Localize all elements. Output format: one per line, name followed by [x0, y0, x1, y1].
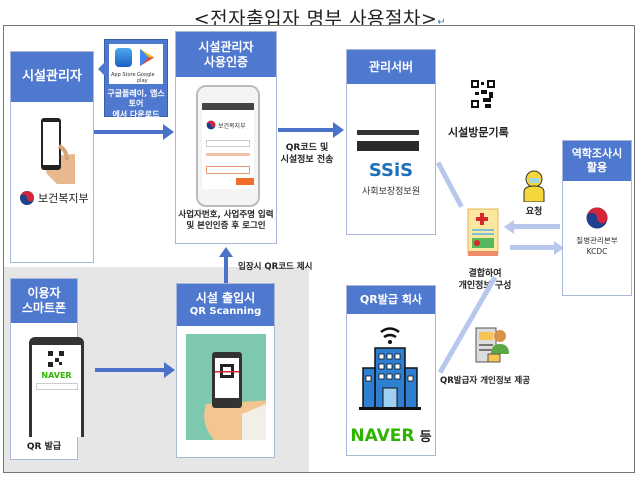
- send-label-line1: QR코드 및: [285, 143, 329, 153]
- app-store-label: App Store: [111, 72, 136, 78]
- google-play-label: Google play: [137, 72, 155, 84]
- kcdc-logo-icon: [585, 206, 609, 230]
- user-phone-title-line2: 스마트폰: [21, 301, 67, 315]
- arrow-scan-to-auth: [224, 256, 228, 283]
- download-caption-line1: 구글플레이, 앱스토어: [107, 89, 165, 109]
- wifi-building-icon: [359, 324, 421, 410]
- entry-scan-title-line1: 시설 출입시: [195, 291, 256, 306]
- hand-phone-icon: [35, 116, 75, 184]
- naver-screen-brand: NAVER: [41, 371, 72, 380]
- arrow-head-left: [504, 220, 514, 234]
- screen-logo-text: 보건복지부: [218, 122, 246, 130]
- arrow-head-up: [219, 247, 233, 257]
- title-text: <전자출입자 명부 사용절차>: [193, 8, 438, 30]
- mohw-logo: 보건복지부: [19, 190, 89, 206]
- combine-label-line1: 결합하여: [468, 269, 502, 279]
- personal-info-worker-icon: [474, 326, 510, 366]
- naver-company-label: NAVER 등: [347, 426, 435, 446]
- taegeuk-icon: [206, 120, 216, 130]
- user-phone-box: 이용자 스마트폰 NAVER QR 발급: [10, 278, 84, 460]
- qr-scanning-illustration: [186, 334, 266, 440]
- epidemiology-title-line2: 활용: [586, 161, 608, 174]
- taegeuk-icon: [20, 191, 34, 205]
- provide-info-label: QR발급자 개인정보 제공: [440, 376, 531, 386]
- arrow-auth-to-server: [278, 122, 344, 138]
- manager-auth-title-line1: 시설관리자: [198, 39, 254, 54]
- manager-auth-header: 시설관리자 사용인증: [176, 32, 276, 77]
- epidemiology-box: 역학조사시 활용 질병관리본부 KCDC: [562, 140, 632, 296]
- entry-scan-header: 시설 출입시 QR Scanning: [177, 284, 274, 326]
- app-download-callout: App Store Google play 구글플레이, 앱스토어 에서 다운로…: [98, 39, 168, 119]
- user-phone-header: 이용자 스마트폰: [11, 279, 77, 323]
- qr-company-header: QR발급 회사: [347, 286, 435, 314]
- kcdc-name: 질병관리본부: [576, 236, 618, 245]
- ssis-logo: SSiS: [368, 160, 414, 181]
- arrow-head-right: [554, 241, 564, 255]
- naver-brand-text: NAVER: [350, 426, 415, 446]
- manager-auth-title-line2: 사용인증: [203, 54, 249, 69]
- server-header: 관리서버: [347, 50, 435, 84]
- app-store-icon: [115, 48, 132, 67]
- visit-record-label: 시설방문기록: [448, 126, 509, 139]
- epidemiology-title-line1: 역학조사시: [571, 147, 623, 161]
- facility-manager-label: 시설관리자: [22, 68, 82, 84]
- send-label-line2: 시설정보 전송: [280, 155, 334, 166]
- auth-caption-line1: 사업자번호, 사업주명 입력: [178, 210, 274, 220]
- server-title: 관리서버: [368, 59, 414, 74]
- naver-suffix-text: 등: [419, 430, 432, 445]
- mohw-logo-text: 보건복지부: [38, 192, 89, 205]
- google-play-icon: [139, 48, 155, 67]
- user-phone-title-line1: 이용자: [27, 286, 61, 300]
- facility-manager-box: 시설관리자 보건복지부: [10, 51, 94, 263]
- arrow-phone-to-scan: [95, 362, 175, 378]
- server-box: 관리서버 SSiS 사회보장정보원: [346, 49, 436, 235]
- present-qr-label: 입장시 QR코드 제시: [238, 262, 313, 272]
- qr-code-icon: [48, 351, 64, 367]
- combine-label-line2: 개인정보 구성: [458, 281, 512, 292]
- epidemiology-header: 역학조사시 활용: [563, 141, 631, 181]
- personal-record-document-icon: [466, 207, 502, 257]
- server-rack-icon: [357, 130, 419, 151]
- login-phone-mockup: 보건복지부: [196, 85, 260, 207]
- qr-code-icon: [471, 80, 495, 108]
- ssis-org-name: 사회보장정보원: [362, 187, 420, 197]
- entry-scan-title-line2: QR Scanning: [189, 306, 262, 318]
- hazmat-worker-icon: [521, 170, 547, 202]
- request-label: 요청: [525, 207, 543, 217]
- qr-company-title: QR발급 회사: [359, 293, 423, 307]
- manager-auth-box: 시설관리자 사용인증 보건복지부 사업자번호, 사업주명 입력 및 본인인증 후…: [175, 31, 277, 244]
- naver-qr-phone-mockup: NAVER: [29, 337, 84, 437]
- diagram-title: <전자출입자 명부 사용절차>↵: [0, 4, 640, 31]
- entry-scan-box: 시설 출입시 QR Scanning: [176, 283, 275, 458]
- download-caption-line2: 에서 다운로드: [112, 109, 160, 119]
- arrow-doc-to-kcdc: [510, 245, 554, 250]
- qr-issue-label: QR 발급: [26, 442, 62, 452]
- facility-manager-header: 시설관리자: [11, 52, 93, 102]
- qr-company-box: QR발급 회사 NAVER 등: [346, 285, 436, 456]
- auth-caption-line2: 및 본인인증 후 로그인: [186, 221, 266, 232]
- arrow-kcdc-request: [510, 224, 560, 229]
- kcdc-abbrev: KCDC: [586, 247, 608, 256]
- arrow-manager-to-auth: [94, 124, 174, 140]
- paragraph-mark: ↵: [437, 17, 447, 28]
